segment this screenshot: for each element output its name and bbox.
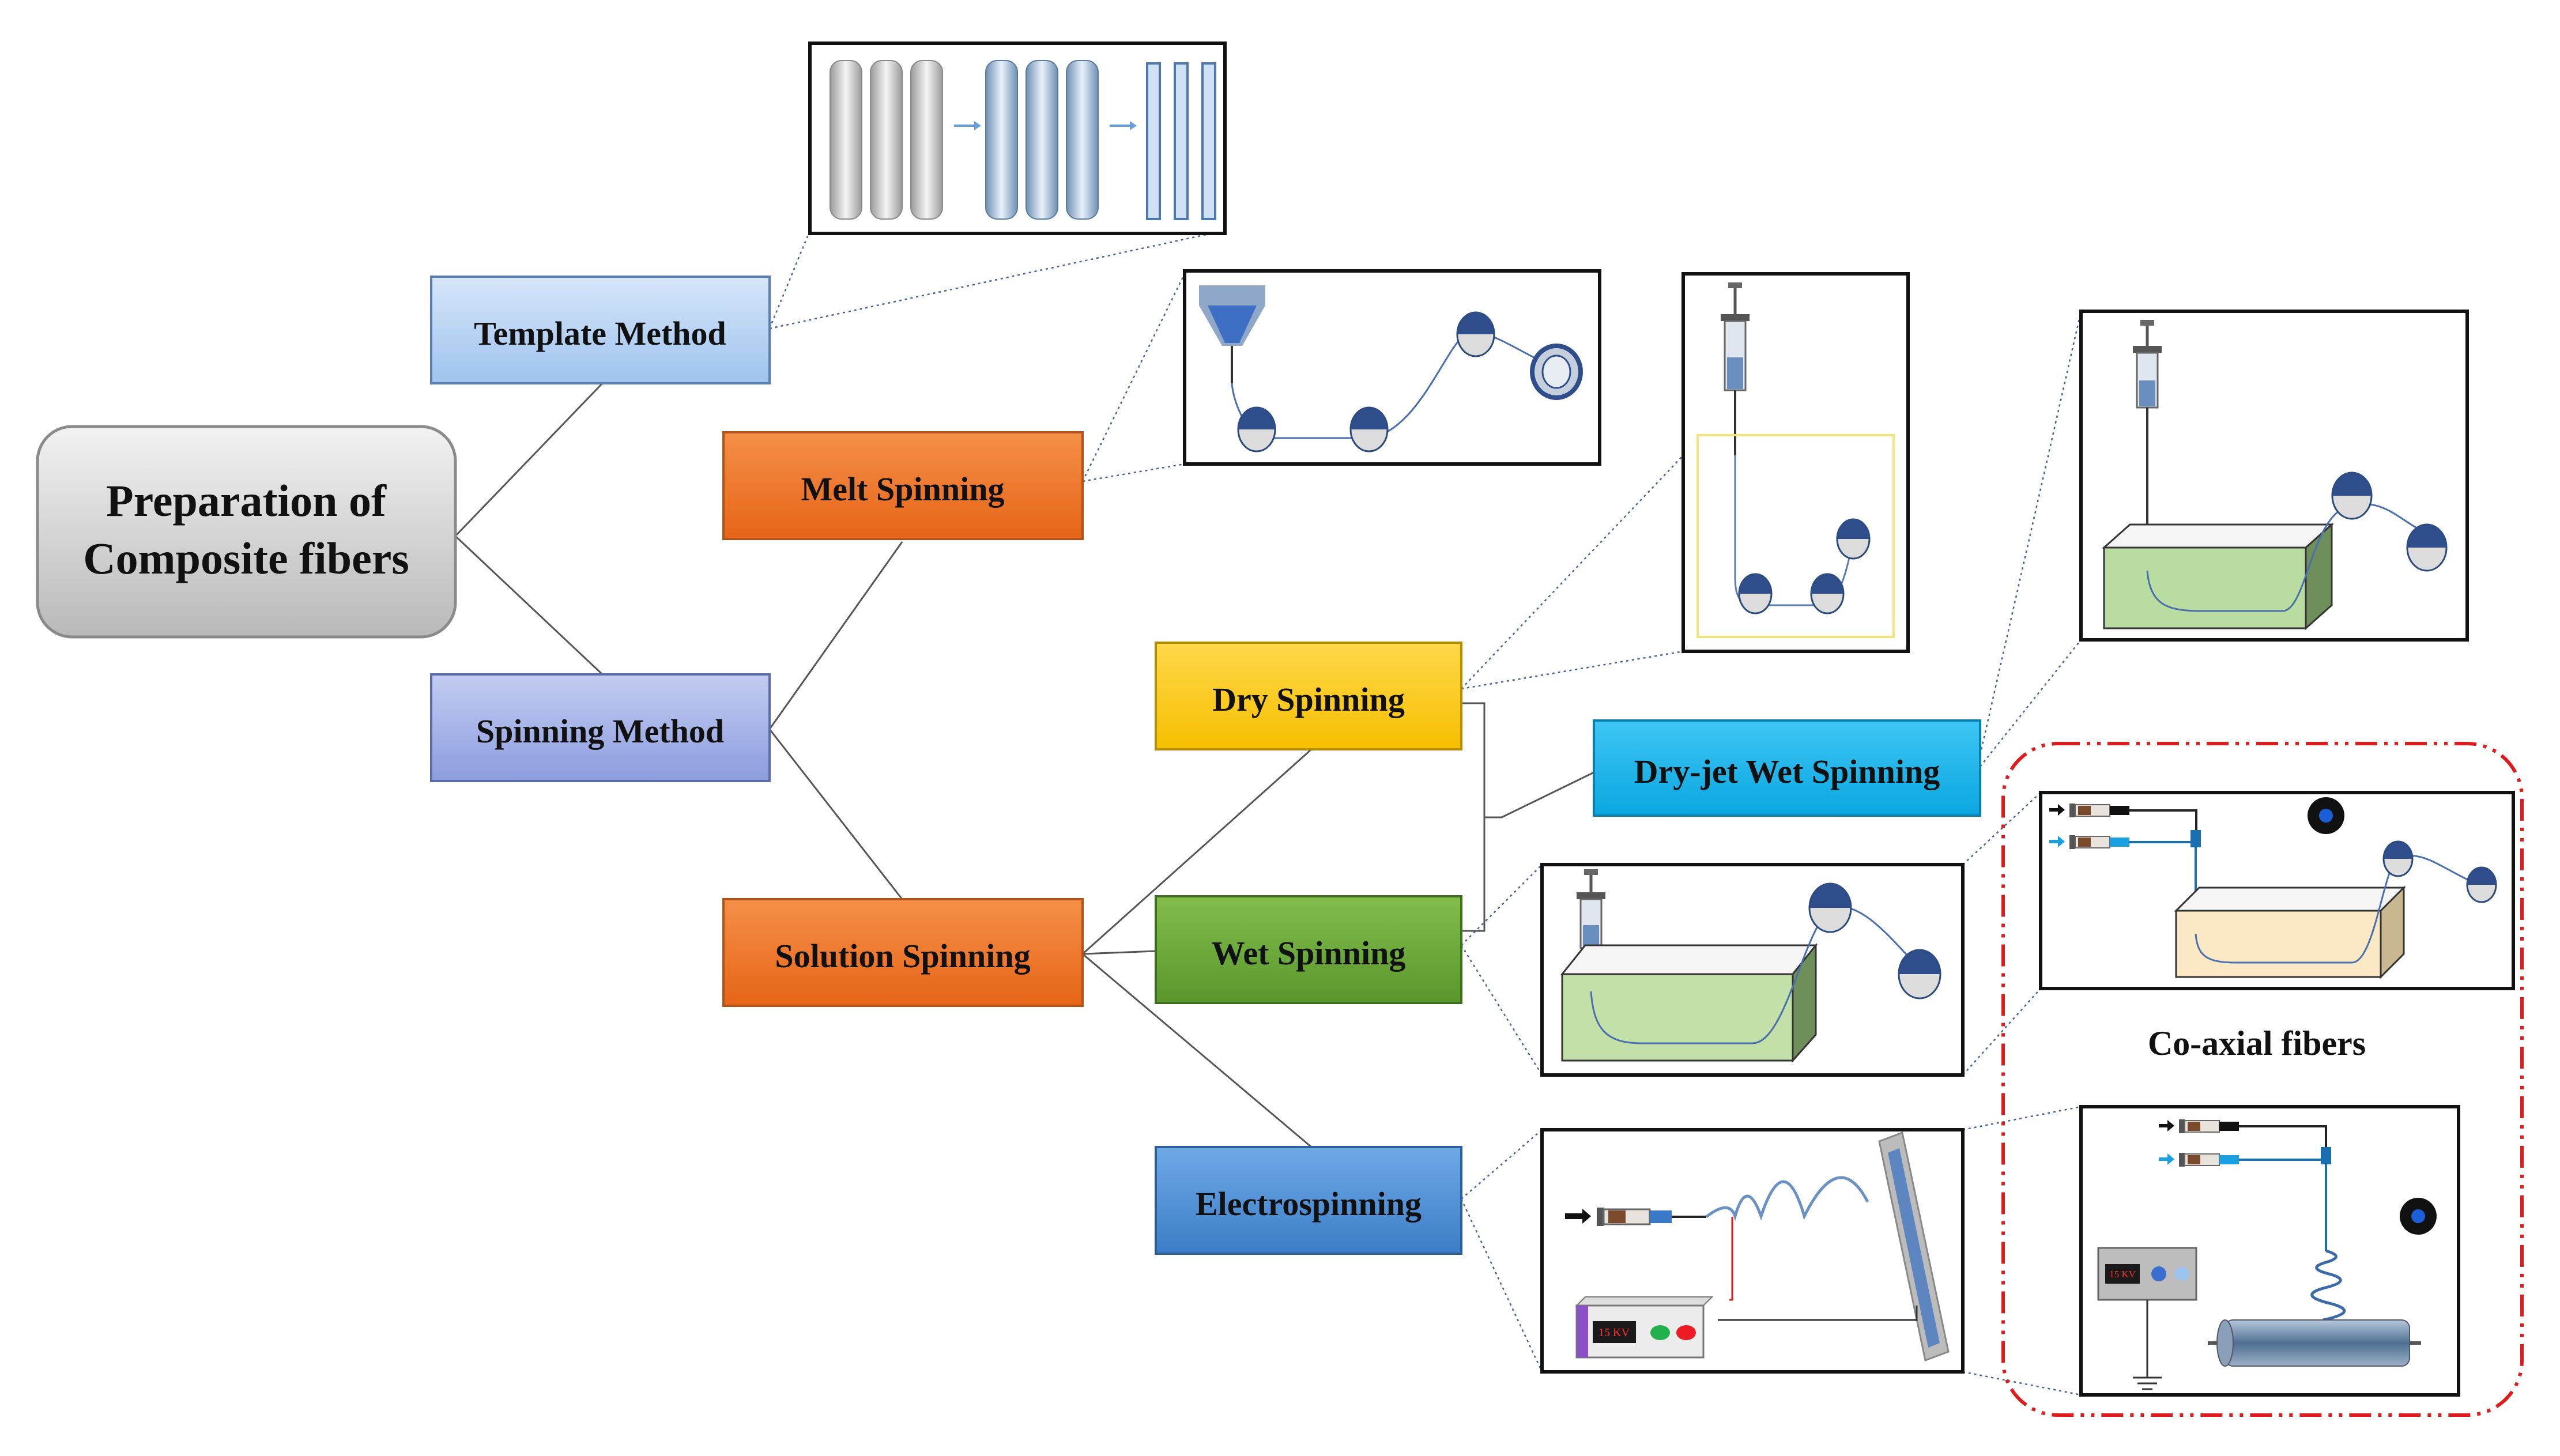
voltage-readout: 15 KV (1598, 1326, 1630, 1339)
blue-indicator-icon (2151, 1266, 2166, 1281)
callout-leaders (768, 229, 2082, 1396)
arrow-icon (954, 121, 981, 130)
roller-icon (2331, 471, 2373, 520)
arrow-icon (1110, 121, 1137, 130)
spool-icon (1530, 344, 1583, 400)
roller-icon (1349, 406, 1389, 452)
template-fibers-step3 (1146, 62, 1216, 220)
rotating-drum-collector (2208, 1319, 2421, 1367)
template-tubes-step1 (830, 60, 943, 220)
coaxial-cross-section-icon (2400, 1198, 2437, 1235)
power-supply: 15 KV (2097, 1247, 2197, 1301)
power-supply: 15 KV (1575, 1296, 1714, 1359)
dry-spinning-illustration (1681, 272, 1910, 653)
syringe-icon (2133, 320, 2162, 571)
melt-spinning-illustration (1183, 269, 1601, 466)
dry-jet-wet-spinning-label: Dry-jet Wet Spinning (1634, 753, 1940, 790)
roller-icon (1456, 311, 1495, 357)
red-indicator-icon (1676, 1325, 1696, 1340)
template-tubes-step2 (985, 60, 1099, 220)
tree-connectors (454, 382, 1594, 1148)
electrospinning-label: Electrospinning (1196, 1185, 1422, 1223)
green-indicator-icon (1650, 1325, 1670, 1340)
spinning-method-node: Spinning Method (430, 673, 771, 782)
ground-icon (2133, 1376, 2162, 1390)
roller-icon (1237, 406, 1276, 452)
coaxial-syringe-icon (2049, 804, 2201, 934)
voltage-readout: 15 KV (2109, 1269, 2136, 1280)
template-illustration (808, 42, 1227, 235)
roller-icon (1836, 518, 1871, 560)
root-node: Preparation of Composite fibers (36, 425, 457, 639)
template-method-node: Template Method (430, 276, 771, 384)
roller-icon (1810, 573, 1845, 614)
root-title-line1: Preparation of (106, 476, 387, 526)
roller-icon (1898, 949, 1941, 999)
coaxial-group: Co-axial fibers (2001, 742, 2524, 1417)
electrospinning-node: Electrospinning (1155, 1146, 1462, 1255)
roller-icon (2406, 523, 2448, 572)
syringe-icon (1565, 1208, 1706, 1226)
root-title-line2: Composite fibers (83, 533, 409, 583)
roller-icon (1808, 882, 1852, 933)
wet-spinning-node: Wet Spinning (1155, 895, 1462, 1004)
coaxial-cross-section-icon (2308, 797, 2344, 834)
dry-spinning-label: Dry Spinning (1212, 681, 1405, 718)
dry-jet-wet-spinning-node: Dry-jet Wet Spinning (1593, 719, 1981, 817)
coaxial-electrospinning-illustration: 15 KV (2079, 1105, 2460, 1397)
melt-spinning-node: Melt Spinning (722, 431, 1084, 540)
template-method-label: Template Method (474, 315, 726, 352)
syringe-icon (1577, 869, 1605, 991)
roller-icon (2466, 866, 2497, 903)
syringe-icon (1721, 282, 1750, 455)
coaxial-wet-spinning-illustration (2039, 791, 2515, 990)
dry-spinning-node: Dry Spinning (1155, 642, 1462, 750)
roller-icon (1738, 573, 1773, 614)
solution-spinning-label: Solution Spinning (775, 937, 1030, 975)
collector-plate (1878, 1131, 1950, 1362)
wet-spinning-illustration (1540, 863, 1965, 1077)
coaxial-fibers-label: Co-axial fibers (2148, 1024, 2366, 1062)
spinning-method-label: Spinning Method (476, 712, 724, 750)
wet-spinning-label: Wet Spinning (1212, 934, 1406, 972)
solution-spinning-node: Solution Spinning (722, 898, 1084, 1007)
melt-spinning-label: Melt Spinning (801, 470, 1005, 508)
electrospinning-illustration: 15 KV (1540, 1128, 1965, 1374)
dry-jet-wet-illustration (2079, 310, 2469, 642)
roller-icon (2382, 840, 2414, 877)
coaxial-syringe-icon (2159, 1119, 2331, 1251)
drop-indicator-icon (2175, 1267, 2189, 1281)
